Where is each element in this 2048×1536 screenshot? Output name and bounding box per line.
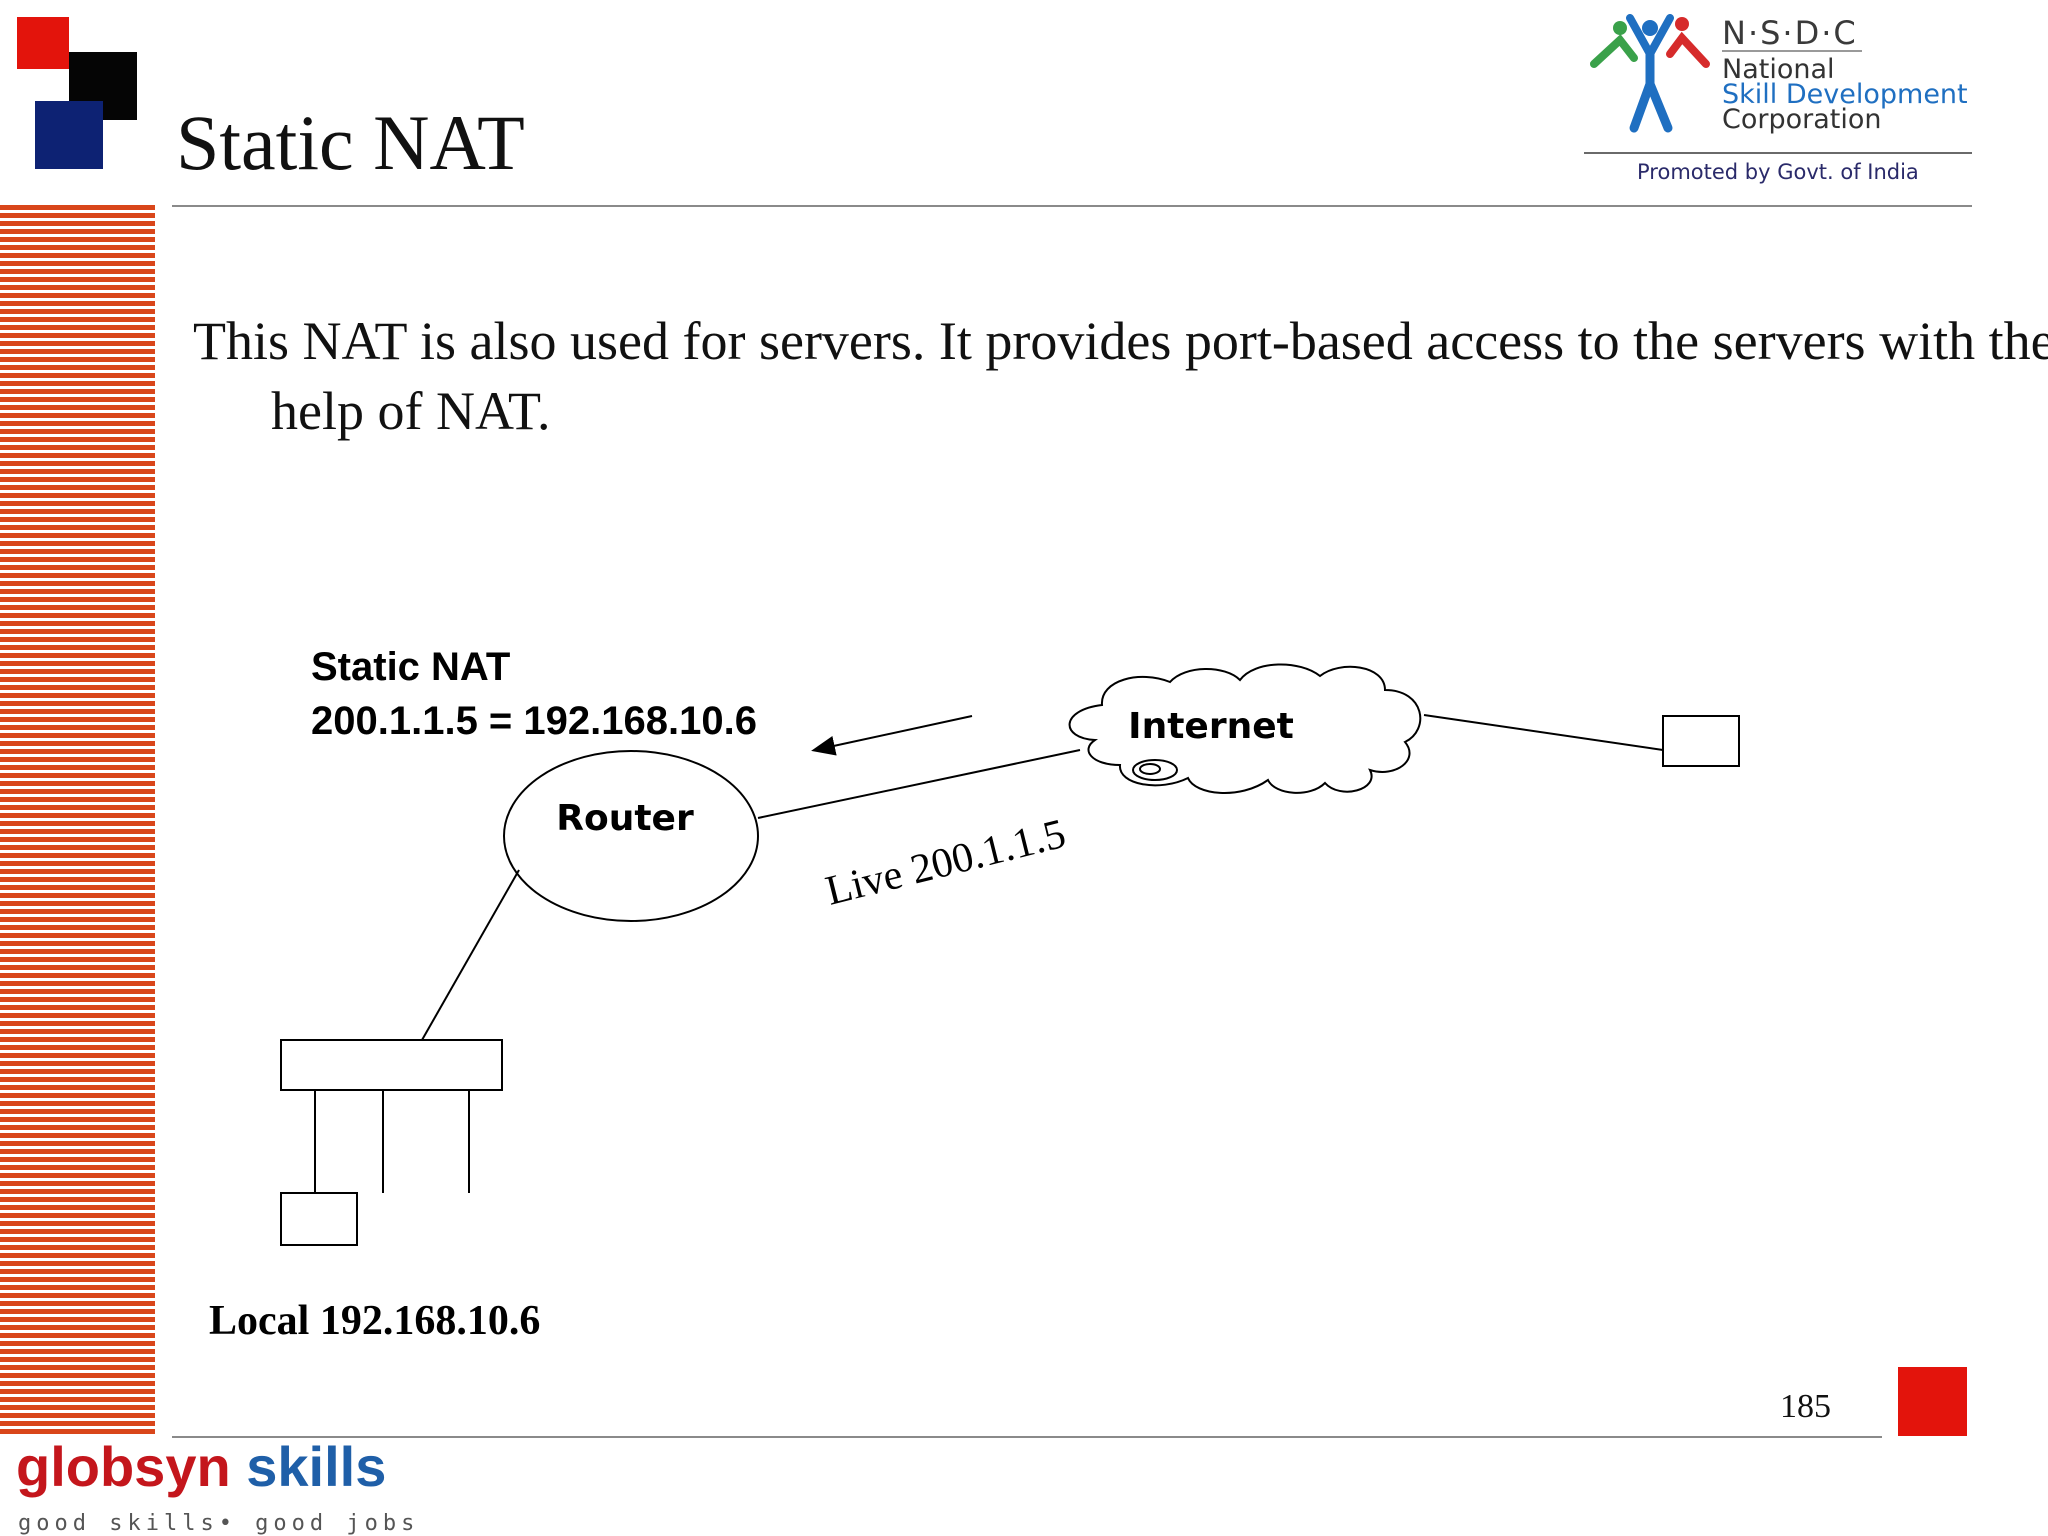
globsyn-logo: globsyn skills bbox=[16, 1436, 386, 1498]
nsdc-abbreviation: N·S·D·C bbox=[1722, 14, 1858, 52]
header-divider bbox=[172, 205, 1972, 207]
internet-cloud-swirl-inner bbox=[1139, 763, 1161, 775]
nsdc-name-line1: National bbox=[1722, 54, 1835, 85]
corner-blue-square bbox=[35, 101, 103, 169]
router-internet-link bbox=[757, 749, 1081, 819]
body-paragraph: This NAT is also used for servers. It pr… bbox=[193, 311, 2048, 441]
brand-tagline: good skills• good jobs bbox=[18, 1511, 420, 1536]
router-node bbox=[503, 750, 759, 922]
page-number: 185 bbox=[1780, 1388, 1831, 1425]
slide-title: Static NAT bbox=[176, 99, 525, 186]
nat-mapping-label: 200.1.1.5 = 192.168.10.6 bbox=[311, 699, 757, 743]
router-switch-link bbox=[421, 869, 520, 1041]
brand-skills-text: skills bbox=[246, 1435, 387, 1498]
local-ip-label: Local 192.168.10.6 bbox=[209, 1298, 540, 1344]
nsdc-name-line3: Corporation bbox=[1722, 104, 1882, 135]
switch-box bbox=[280, 1039, 503, 1091]
local-server-box bbox=[280, 1192, 358, 1246]
brand-globsyn-text: globsyn bbox=[16, 1435, 231, 1498]
footer-divider bbox=[172, 1436, 1882, 1438]
internet-label: Internet bbox=[1128, 706, 1294, 747]
nat-arrow bbox=[811, 715, 973, 756]
nsdc-people-icon bbox=[1590, 14, 1710, 133]
remote-host-box bbox=[1662, 715, 1740, 767]
nsdc-name-line2: Skill Development bbox=[1722, 79, 1968, 110]
nat-label: Static NAT bbox=[311, 645, 510, 689]
corner-red-square bbox=[17, 17, 69, 69]
nsdc-divider bbox=[1584, 152, 1972, 154]
router-label: Router bbox=[556, 798, 694, 839]
nsdc-abbr-underline bbox=[1722, 50, 1862, 52]
footer-red-square bbox=[1898, 1367, 1967, 1436]
nsdc-promoted-text: Promoted by Govt. of India bbox=[1637, 160, 1919, 184]
left-stripe-band bbox=[0, 205, 155, 1435]
internet-cloud-swirl bbox=[1132, 759, 1178, 781]
live-ip-label: Live 200.1.1.5 bbox=[821, 811, 1070, 915]
internet-host-link bbox=[1423, 714, 1664, 751]
